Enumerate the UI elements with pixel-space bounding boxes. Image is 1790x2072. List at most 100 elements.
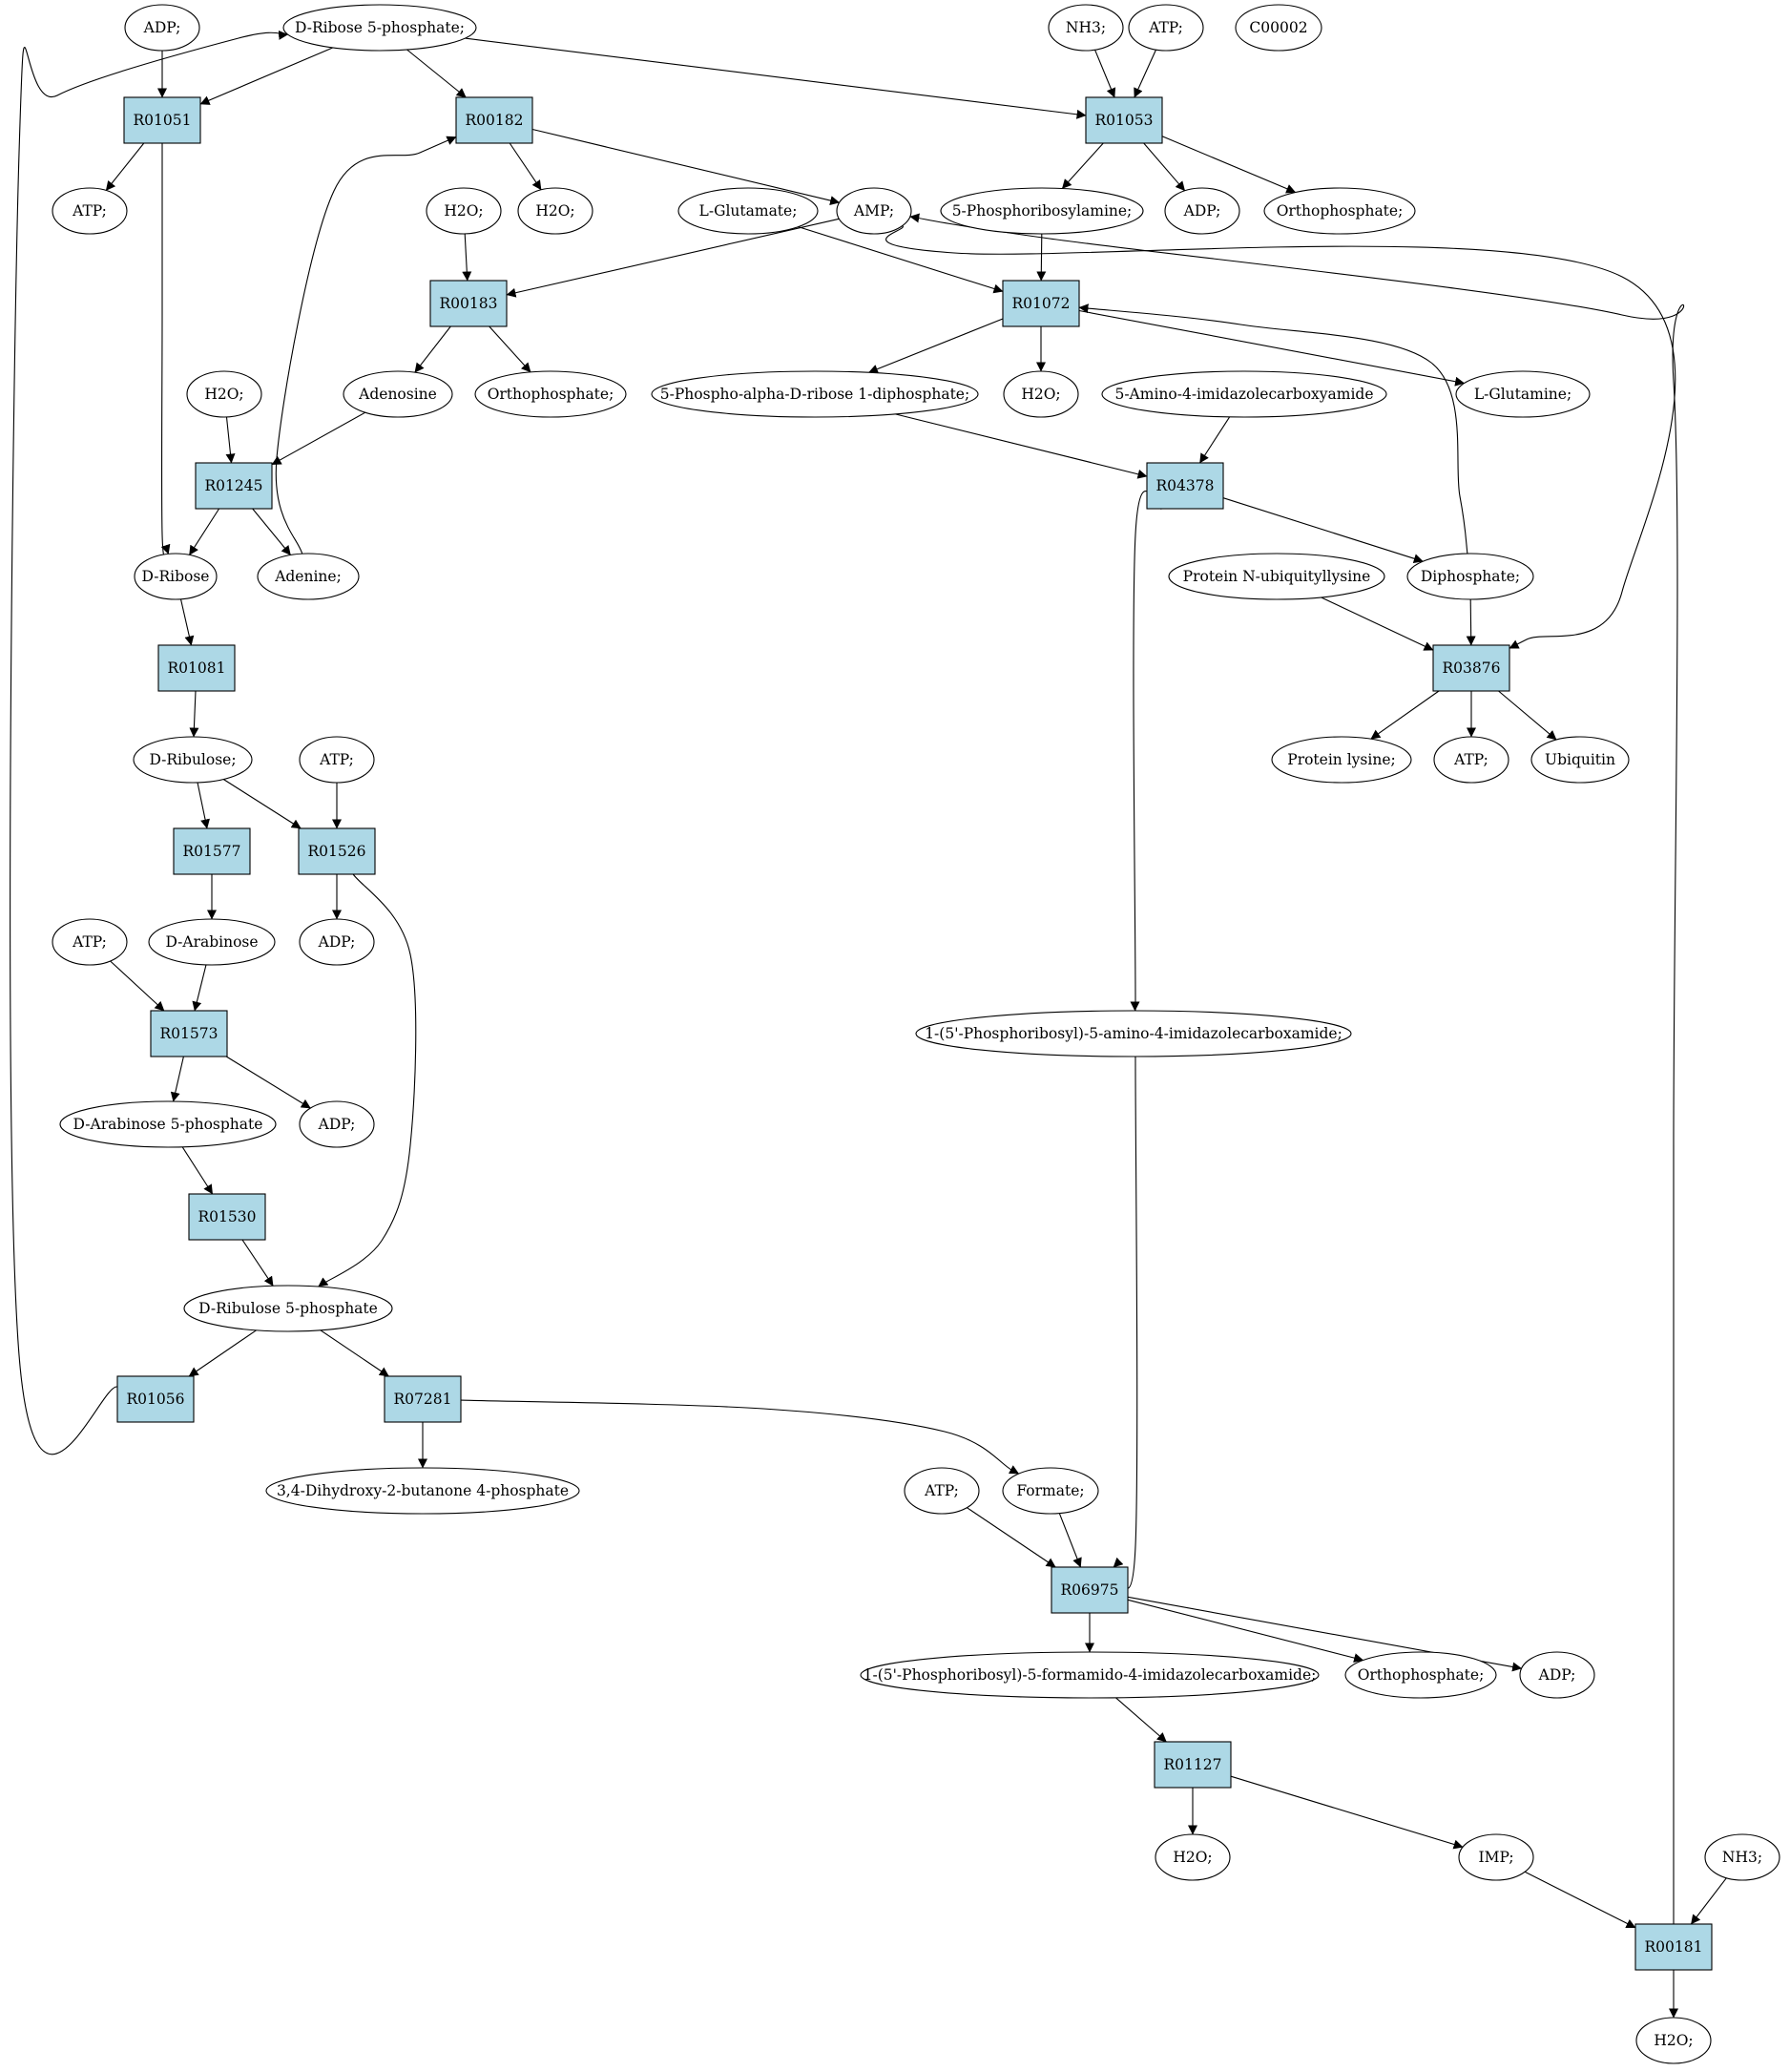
compound-ellipse [915,1010,1352,1057]
compound-node-c-h2o-r00183in[interactable]: H2O; [426,187,502,235]
compound-label: ADP; [318,933,356,951]
reaction-node-r00181[interactable]: R00181 [1634,1923,1713,1971]
compound-node-c-darab5p[interactable]: D-Arabinose 5-phosphate [59,1100,277,1148]
reaction-node-r07281[interactable]: R07281 [384,1375,462,1423]
reaction-node-r01051[interactable]: R01051 [123,96,201,144]
compound-node-c-nh3-top[interactable]: NH3; [1048,4,1124,52]
reaction-node-r01056[interactable]: R01056 [116,1375,195,1423]
compound-node-c-atp-r01526[interactable]: ATP; [299,736,375,784]
compound-node-c-atp-r03876[interactable]: ATP; [1433,736,1509,784]
reaction-node-r06975[interactable]: R06975 [1051,1566,1129,1614]
compound-ellipse [1235,4,1322,52]
compound-node-c-adp-r06975[interactable]: ADP; [1519,1651,1595,1699]
compound-ellipse [1003,370,1079,418]
compound-node-c-lgln[interactable]: L-Glutamine; [1455,370,1591,418]
compound-ellipse [148,918,276,966]
compound-ellipse [1519,1651,1595,1699]
compound-node-c-h2o-r01072[interactable]: H2O; [1003,370,1079,418]
compound-node-c-prot-lys[interactable]: Protein lysine; [1271,736,1412,784]
reaction-node-r03876[interactable]: R03876 [1432,644,1510,692]
compound-node-c-prib-amine[interactable]: 5-Phosphoribosylamine; [940,187,1144,235]
reaction-node-r01573[interactable]: R01573 [150,1010,228,1057]
compound-node-c-pi-r01053[interactable]: Orthophosphate; [1263,187,1416,235]
compound-node-c-atp-top[interactable]: ATP; [1128,4,1204,52]
compound-node-c-h2o-r01245in[interactable]: H2O; [186,370,262,418]
compound-node-c-h2o-r00182out[interactable]: H2O; [517,187,593,235]
reaction-node-r01072[interactable]: R01072 [1002,280,1080,327]
compound-label: D-Arabinose [165,933,258,951]
compound-node-c-dhbp[interactable]: 3,4-Dihydroxy-2-butanone 4-phosphate [265,1467,580,1515]
edge-R01051-to-c_atp_r01051 [105,142,145,191]
compound-node-c-adenine[interactable]: Adenine; [257,553,360,600]
compound-ellipse [183,1285,393,1332]
compound-node-c-formate[interactable]: Formate; [1002,1467,1099,1515]
edge-c_atp_r06975-to-R06975 [967,1507,1056,1568]
edge-c_imp-to-R00181 [1524,1871,1636,1929]
compound-node-c-atp-r01051[interactable]: ATP; [52,187,128,235]
compound-label: H2O; [204,386,243,403]
compound-node-c-rib5p[interactable]: D-Ribose 5-phosphate; [282,4,477,52]
compound-ellipse [651,370,979,418]
edge-R01245-to-c_adenine [252,508,291,555]
reaction-node-r01245[interactable]: R01245 [195,462,273,510]
edge-c_dribu5p-to-R07281 [320,1329,389,1377]
reaction-node-r00182[interactable]: R00182 [455,96,533,144]
reaction-label: R01056 [127,1391,185,1408]
reaction-box [1634,1923,1713,1971]
reaction-box [429,280,508,327]
edge-c_nh3_top-to-R01053 [1094,50,1116,98]
compound-node-c-c00002[interactable]: C00002 [1235,4,1322,52]
reaction-node-r04378[interactable]: R04378 [1146,462,1224,510]
compound-node-c-ubiquitin[interactable]: Ubiquitin [1530,736,1630,784]
compound-node-c-adenosine[interactable]: Adenosine [343,370,453,418]
compound-label: H2O; [1021,386,1060,403]
compound-node-c-pi-r00183[interactable]: Orthophosphate; [474,370,627,418]
compound-ellipse [1155,1833,1231,1881]
edges-layer [10,30,1727,2019]
compound-node-c-dribose[interactable]: D-Ribose [134,553,218,600]
compound-node-c-pi-r06975[interactable]: Orthophosphate; [1344,1651,1497,1699]
compound-node-c-adp-top[interactable]: ADP; [124,4,200,52]
compound-node-c-prpp[interactable]: 5-Phospho-alpha-D-ribose 1-diphosphate; [651,370,979,418]
compound-ellipse [134,553,218,600]
compound-node-c-aicar[interactable]: 1-(5'-Phosphoribosyl)-5-amino-4-imidazol… [915,1010,1352,1057]
compound-node-c-imp[interactable]: IMP; [1458,1833,1534,1881]
edge-R07281-to-c_formate [460,1399,1020,1476]
compound-node-c-h2o-r00181[interactable]: H2O; [1635,2017,1712,2064]
reaction-box [150,1010,228,1057]
compound-node-c-dribu5p[interactable]: D-Ribulose 5-phosphate [183,1285,393,1332]
compound-node-c-atp-r06975[interactable]: ATP; [904,1467,980,1515]
edge-R00181-to-c_amp [909,213,1685,1925]
compound-node-c-adp-r01573[interactable]: ADP; [299,1100,375,1148]
reaction-node-r01127[interactable]: R01127 [1154,1741,1232,1789]
compound-node-c-lglu[interactable]: L-Glutamate; [677,187,819,235]
reaction-box [173,827,251,875]
compound-node-c-darab[interactable]: D-Arabinose [148,918,276,966]
compound-node-c-dribulose[interactable]: D-Ribulose; [133,736,253,784]
edge-c_formate-to-R06975 [1058,1513,1082,1568]
edge-c_prpp-to-R04378 [895,413,1148,479]
reaction-node-r00183[interactable]: R00183 [429,280,508,327]
compound-node-c-nh3-r00181[interactable]: NH3; [1704,1833,1780,1881]
reaction-node-r01577[interactable]: R01577 [173,827,251,875]
compound-node-c-faicar[interactable]: 1-(5'-Phosphoribosyl)-5-formamido-4-imid… [860,1651,1320,1699]
compound-label: NH3; [1722,1849,1762,1866]
compound-node-c-amp[interactable]: AMP; [836,187,912,235]
compound-node-c-adp-r01053[interactable]: ADP; [1164,187,1240,235]
compound-node-c-adp-r01526[interactable]: ADP; [299,918,375,966]
compound-ellipse [1168,553,1385,600]
compound-ellipse [1164,187,1240,235]
compound-node-c-h2o-r01127[interactable]: H2O; [1155,1833,1231,1881]
reaction-node-r01053[interactable]: R01053 [1085,96,1163,144]
reaction-node-r01526[interactable]: R01526 [298,827,376,875]
compound-node-c-aica[interactable]: 5-Amino-4-imidazolecarboxyamide [1101,370,1387,418]
reaction-node-r01081[interactable]: R01081 [157,644,236,692]
compound-node-c-prot-ub[interactable]: Protein N-ubiquityllysine [1168,553,1385,600]
compound-label: ATP; [319,751,354,768]
reaction-node-r01530[interactable]: R01530 [188,1193,266,1241]
compound-node-c-atp-r01573[interactable]: ATP; [52,918,128,966]
edge-R04378-to-c_ppi [1222,497,1424,564]
compound-node-c-ppi[interactable]: Diphosphate; [1406,553,1534,600]
compound-ellipse [1101,370,1387,418]
edge-c_faicar-to-R01127 [1115,1697,1167,1743]
